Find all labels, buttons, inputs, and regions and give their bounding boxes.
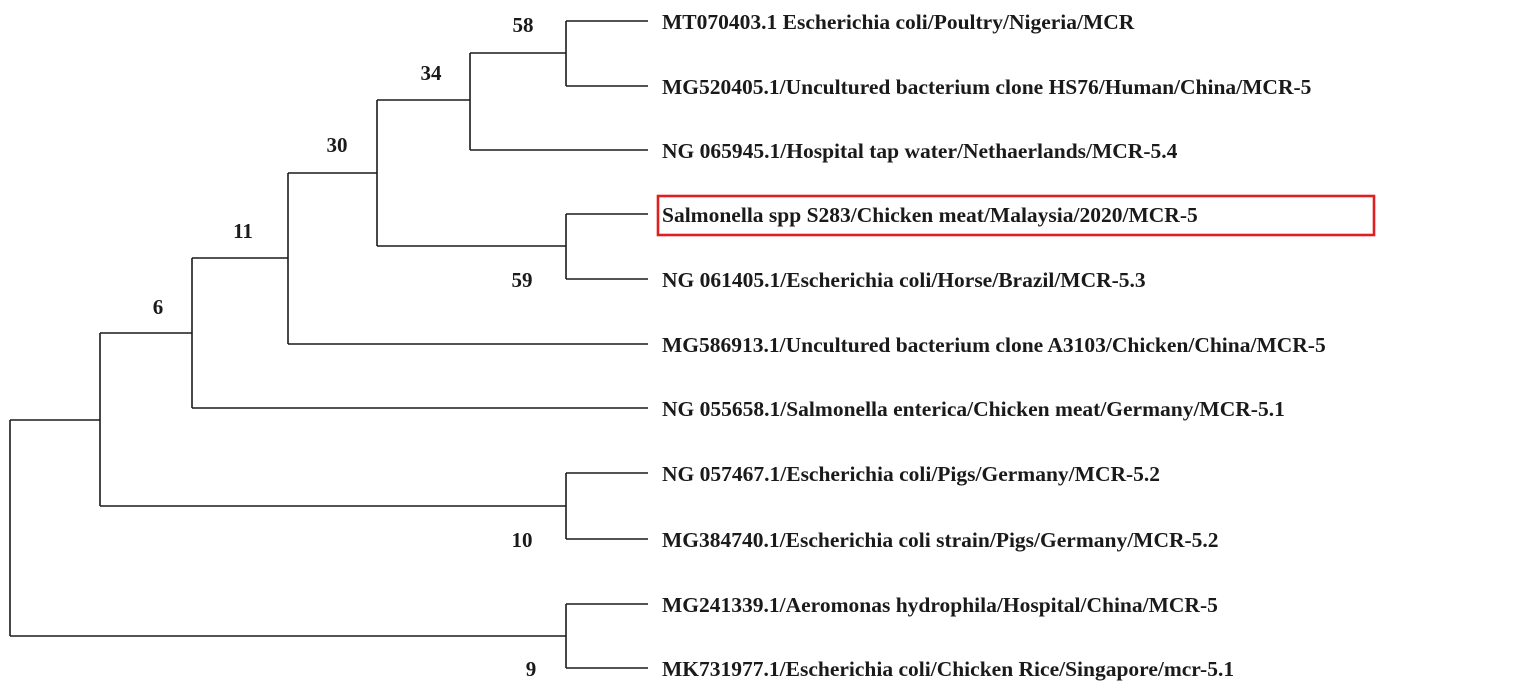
bootstrap-value-59: 59 <box>512 268 533 292</box>
leaf-label: MG586913.1/Uncultured bacterium clone A3… <box>662 333 1326 357</box>
leaf-label: NG 065945.1/Hospital tap water/Nethaerla… <box>662 139 1178 163</box>
highlight-box <box>656 194 1376 237</box>
leaf-label: NG 055658.1/Salmonella enterica/Chicken … <box>662 397 1285 421</box>
leaf-label-highlighted: Salmonella spp S283/Chicken meat/Malaysi… <box>662 203 1198 227</box>
leaf-label: MG520405.1/Uncultured bacterium clone HS… <box>662 75 1311 99</box>
leaf-label: MK731977.1/Escherichia coli/Chicken Rice… <box>662 657 1234 681</box>
leaf-label: NG 061405.1/Escherichia coli/Horse/Brazi… <box>662 268 1146 292</box>
bootstrap-value-34: 34 <box>421 61 443 85</box>
leaf-label: NG 057467.1/Escherichia coli/Pigs/German… <box>662 462 1160 486</box>
bootstrap-value-30: 30 <box>327 133 348 157</box>
leaf-label: MT070403.1 Escherichia coli/Poultry/Nige… <box>662 10 1135 34</box>
tree-branches <box>9 20 648 669</box>
bootstrap-value-9: 9 <box>526 657 537 681</box>
bootstrap-value-10: 10 <box>512 528 533 552</box>
leaf-label: MG241339.1/Aeromonas hydrophila/Hospital… <box>662 593 1218 617</box>
leaf-label: MG384740.1/Escherichia coli strain/Pigs/… <box>662 528 1219 552</box>
leaf-labels: MT070403.1 Escherichia coli/Poultry/Nige… <box>662 10 1326 681</box>
bootstrap-values: 58 34 59 30 11 10 6 9 <box>153 13 537 681</box>
bootstrap-value-11: 11 <box>233 219 253 243</box>
bootstrap-value-58: 58 <box>513 13 534 37</box>
bootstrap-value-6: 6 <box>153 295 164 319</box>
